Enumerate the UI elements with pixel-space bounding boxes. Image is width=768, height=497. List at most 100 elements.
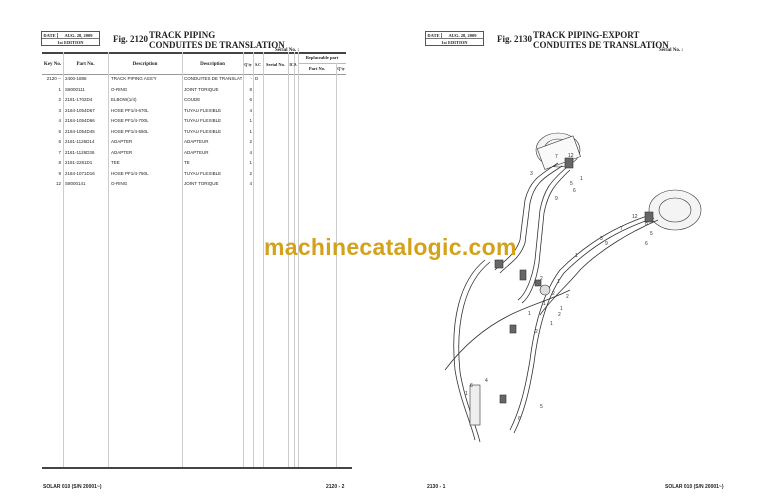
cell-qty: 1 — [249, 118, 252, 123]
cell-part: 2181-1702D4 — [65, 97, 93, 102]
date-label: DATE — [42, 32, 58, 38]
header-key: Key No. — [43, 62, 62, 67]
callout-label: 2 — [540, 276, 543, 282]
callout-label: 6 — [573, 188, 576, 194]
callout-label: 7 — [620, 226, 623, 232]
table-bottom-rule — [42, 467, 352, 469]
callout-label: 12 — [632, 214, 638, 220]
col-line — [63, 52, 64, 467]
figure-number: Fig. 2130 — [497, 34, 532, 44]
callout-label: 3 — [600, 236, 603, 242]
cell-desc: HOSE PF1/4-670L — [111, 107, 149, 113]
callout-label: 1 — [528, 311, 531, 317]
cell-qty: 4 — [249, 149, 252, 155]
cell-desc-fr: JOINT TORIQUE — [184, 86, 219, 92]
serial-label: Serial No. : — [275, 48, 300, 53]
callout-label: 1 — [465, 391, 468, 397]
cell-part: S8000141 — [65, 181, 86, 186]
col-line — [288, 52, 289, 467]
cell-qty: 1 — [249, 128, 252, 134]
header-ica: ICA — [289, 62, 297, 67]
footer-page-number: 2130 - 1 — [427, 484, 446, 490]
callout-label: 1 — [580, 176, 583, 182]
cell-desc-fr: TUYAU FLEXIBLE — [184, 128, 222, 134]
page-title: TRACK PIPING-EXPORT CONDUITES DE TRANSLA… — [533, 30, 669, 50]
cell-desc: ELBOW(1/4) — [111, 97, 137, 102]
cell-key: 9 — [58, 170, 61, 176]
cell-part: S8000111 — [65, 86, 85, 92]
title-en: TRACK PIPING — [149, 30, 216, 40]
callout-label: 6 — [518, 416, 521, 422]
header-sc: S.C — [254, 62, 262, 67]
cell-desc-fr: TE — [184, 160, 190, 165]
callout-label: 1 — [543, 301, 546, 307]
callout-label: 2 — [535, 329, 538, 335]
header-part: Part No. — [76, 62, 95, 67]
cell-part: 2184-1054D45 — [65, 128, 95, 134]
header-replaceable: Replaceable part — [305, 55, 339, 60]
cell-desc: HOSE PF1/4-550L — [111, 128, 149, 134]
cell-qty: 8 — [249, 86, 252, 92]
callout-label: 1 — [575, 253, 578, 259]
callout-label: 1 — [560, 306, 563, 312]
serial-label: Serial No. : — [659, 48, 684, 53]
callout-label: 2 — [558, 312, 561, 318]
callout-label: 7 — [555, 154, 558, 160]
cell-desc: O-RING — [111, 181, 128, 186]
cell-key: 7 — [58, 149, 61, 155]
cell-qty: 6 — [249, 97, 252, 102]
col-line — [336, 63, 337, 467]
track-motor-upper — [535, 132, 581, 170]
cell-desc: O-RING — [111, 86, 128, 92]
col-line — [298, 52, 299, 467]
cell-part: 2184-1054D66 — [65, 118, 95, 123]
page-title: TRACK PIPING CONDUITES DE TRANSLATION — [149, 30, 285, 50]
cell-desc-fr: CONDUITES DE TRANSLAT — [184, 76, 242, 81]
edition: 1st EDITION — [441, 40, 468, 45]
callout-label: 2 — [566, 294, 569, 300]
callout-label: 3 — [530, 171, 533, 177]
cell-part: 2184-1071D16 — [65, 170, 95, 176]
cell-qty: 2 — [249, 139, 252, 144]
header-qty: Q'ty — [244, 62, 252, 67]
col-line — [294, 52, 295, 467]
cell-part: 2181-1126D36 — [65, 149, 95, 155]
edition: 1st EDITION — [57, 40, 84, 45]
callout-label: 1 — [550, 321, 553, 327]
header-rep-qty: Q'ty — [337, 66, 345, 71]
cell-qty: 1 — [249, 160, 252, 165]
fittings — [469, 157, 654, 426]
callout-label: 2 — [552, 291, 555, 297]
subheader-rule — [298, 63, 346, 64]
cell-desc-fr: TUYAU FLEXIBLE — [184, 118, 222, 123]
cell-desc: TRACK PIPING ASS'Y — [111, 76, 157, 81]
cell-qty: - — [250, 76, 253, 81]
cell-desc: HOSE PF1/4-700L — [111, 118, 149, 123]
callout-label: 5 — [650, 231, 653, 237]
cell-part: 2184-1054D67 — [65, 107, 95, 113]
cell-desc: ADAPTER — [111, 149, 133, 155]
footer-model: SOLAR 010 (S/N 20001~) — [665, 484, 724, 490]
header-rep-part: Part No. — [308, 66, 326, 71]
callout-label: 1 — [557, 279, 560, 285]
cell-part: 2181-2281D1 — [65, 160, 93, 165]
cell-sc: D — [255, 76, 259, 81]
title-fr: CONDUITES DE TRANSLATION — [149, 39, 285, 50]
title-en: TRACK PIPING-EXPORT — [533, 30, 640, 40]
table-header-rule — [42, 74, 346, 75]
callout-label: 6 — [645, 241, 648, 247]
callout-label: 9 — [555, 196, 558, 202]
cell-desc-fr: TUYAU FLEXIBLE — [184, 170, 222, 176]
cell-qty: 4 — [249, 107, 252, 113]
header-desc-fr: Description — [200, 62, 225, 67]
cell-qty: 4 — [249, 181, 252, 186]
cell-desc: TEE — [111, 160, 120, 165]
table-top-rule — [42, 52, 346, 54]
cell-desc: HOSE PF1/4-750L — [111, 170, 149, 176]
callout-label: 8 — [645, 221, 648, 227]
footer-model: SOLAR 010 (S/N 20001~) — [43, 484, 102, 490]
cell-qty: 2 — [249, 170, 252, 176]
